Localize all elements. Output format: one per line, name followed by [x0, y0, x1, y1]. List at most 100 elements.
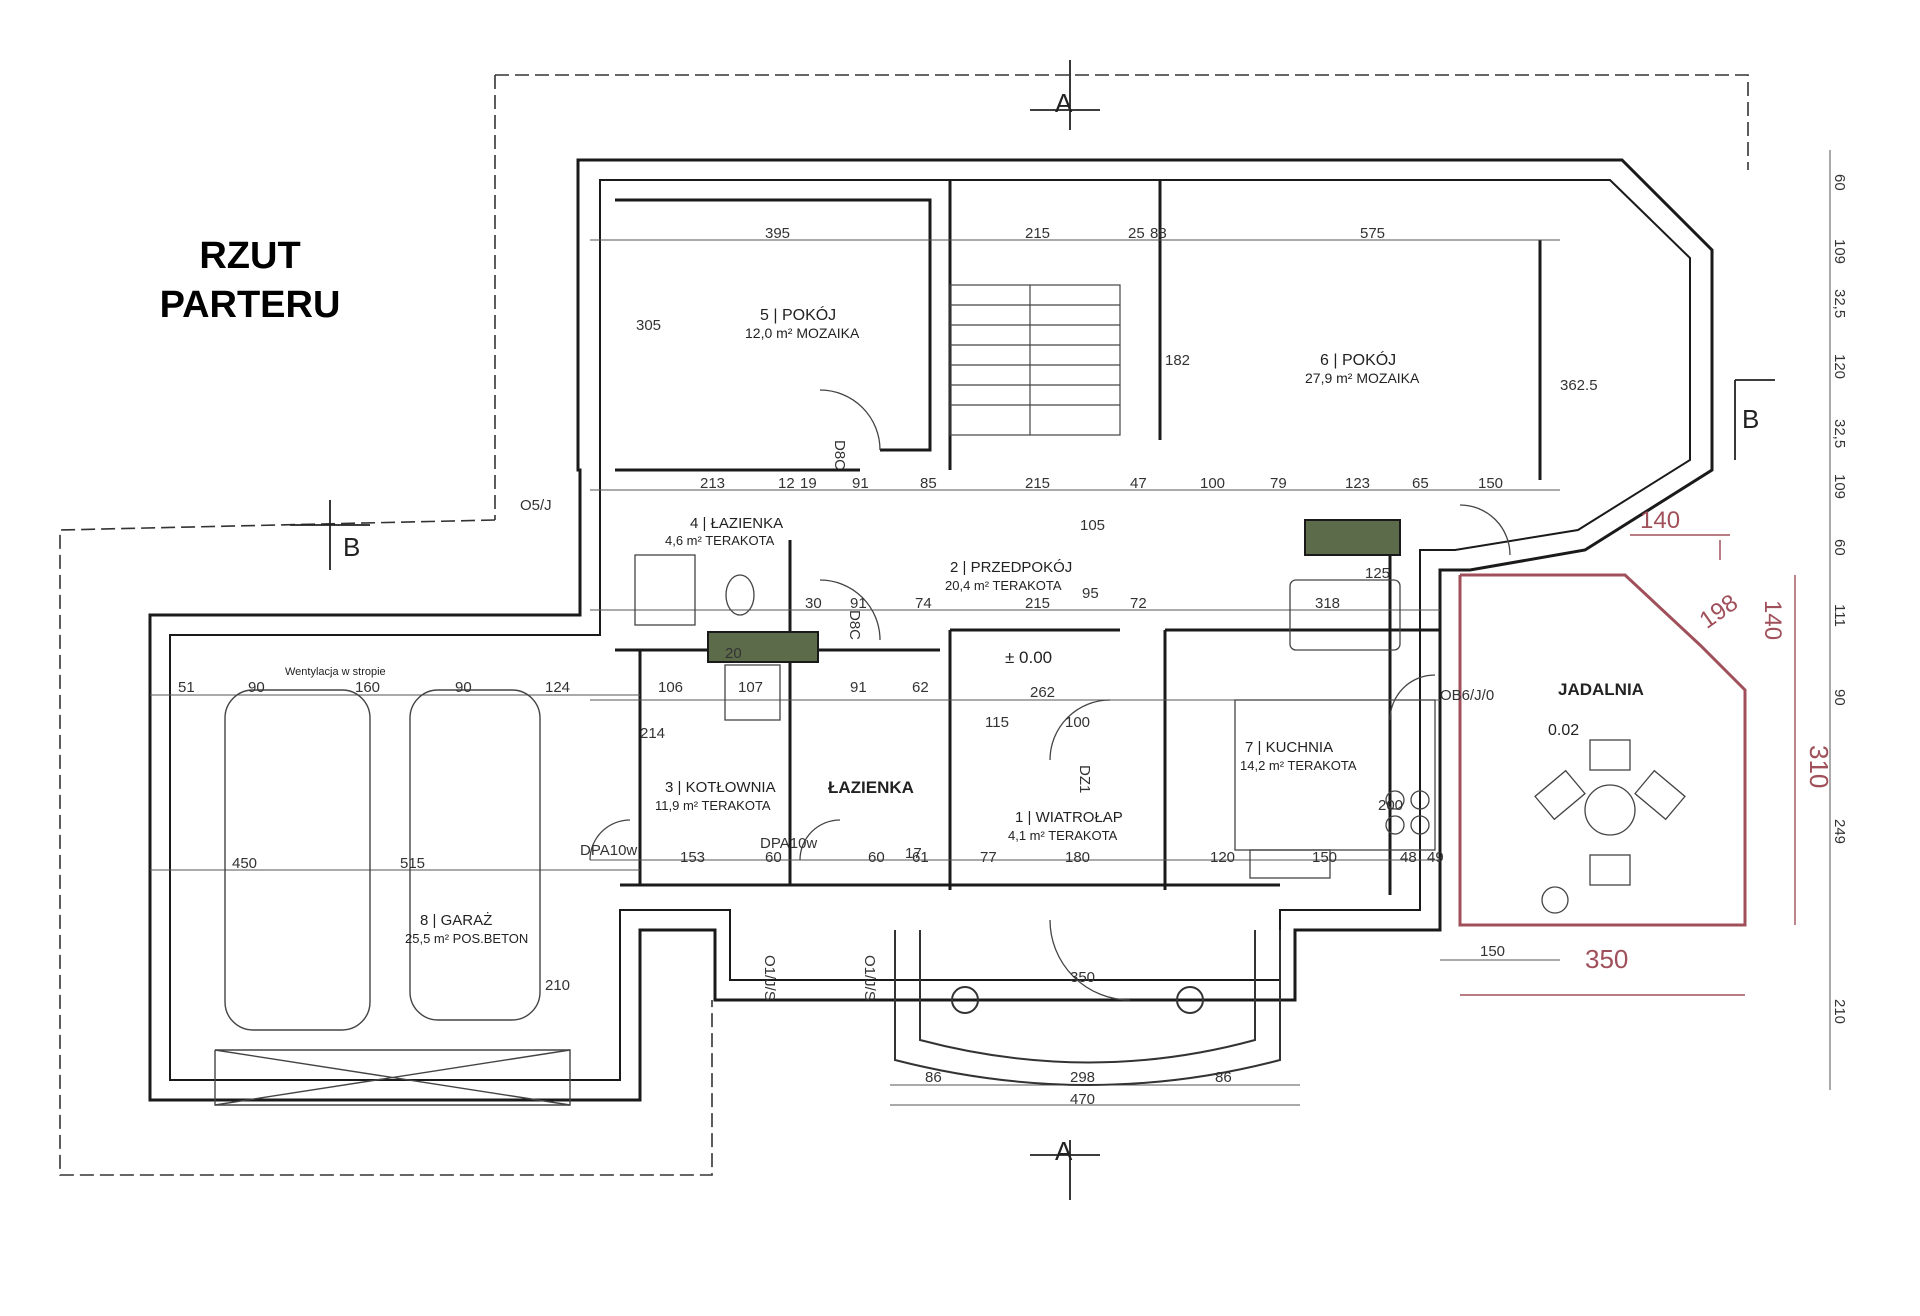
room-6-area: 27,9 m² MOZAIKA [1305, 370, 1420, 386]
dim-214: 214 [640, 725, 665, 742]
room-2-area: 20,4 m² TERAKOTA [945, 578, 1062, 593]
dim-150-c: 150 [1480, 943, 1505, 960]
dim-182: 182 [1165, 352, 1190, 369]
dim-515: 515 [400, 855, 425, 872]
dim-51: 51 [178, 679, 195, 696]
staircase [949, 284, 1121, 436]
dim-91-c: 91 [850, 679, 867, 696]
dim-115: 115 [985, 714, 1009, 731]
side-dim-111: 111 [1831, 604, 1848, 627]
ventilation-note: Wentylacja w stropie [285, 666, 386, 678]
dim-91-b: 91 [850, 595, 867, 612]
drawing-title-line1: RZUT [199, 235, 301, 277]
red-dim-140-side: 140 [1759, 600, 1786, 640]
dim-105: 105 [1080, 517, 1105, 534]
dim-91-a: 91 [852, 475, 869, 492]
dim-20: 20 [725, 645, 742, 662]
dim-200: 200 [1378, 797, 1403, 814]
red-dim-198: 198 [1695, 589, 1743, 634]
dim-77: 77 [980, 849, 997, 866]
side-dim-32-a: 32,5 [1831, 289, 1848, 318]
jadalnia-extension [1458, 540, 1747, 927]
side-dim-60-b: 60 [1831, 539, 1848, 556]
drawing-title: RZUT PARTERU [140, 232, 360, 329]
dim-100-b: 100 [1065, 714, 1090, 731]
dim-74: 74 [915, 595, 932, 612]
dim-298: 298 [1070, 1069, 1095, 1086]
code-o1-b: O1/J/S [861, 955, 878, 1001]
dim-90-b: 90 [455, 679, 472, 696]
side-dim-210: 210 [1831, 999, 1848, 1024]
code-ob6: OB6/J/0 [1440, 687, 1494, 704]
room-8-area: 25,5 m² POS.BETON [405, 931, 528, 946]
drawing-title-line2: PARTERU [159, 283, 341, 326]
dim-86-right: 86 [1215, 1069, 1232, 1086]
dim-470: 470 [1070, 1091, 1095, 1108]
chimneys [707, 519, 1401, 663]
dim-362: 362.5 [1560, 377, 1598, 394]
porch [894, 930, 1281, 1086]
dim-47: 47 [1130, 475, 1147, 492]
red-dim-350: 350 [1585, 944, 1628, 974]
room-7-name: 7 | KUCHNIA [1245, 739, 1333, 756]
dim-125: 125 [1365, 565, 1390, 582]
room-4-area: 4,6 m² TERAKOTA [665, 533, 775, 548]
room-5-area: 12,0 m² MOZAIKA [745, 325, 860, 341]
side-dim-249: 249 [1831, 819, 1848, 844]
dim-215-top: 215 [1025, 225, 1050, 242]
side-dim-120: 120 [1831, 354, 1848, 379]
code-d8c-2: D8C [846, 610, 863, 640]
side-dim-90: 90 [1831, 689, 1848, 706]
dim-88: 88 [1150, 225, 1167, 242]
furniture [634, 554, 1686, 914]
dim-106: 106 [658, 679, 683, 696]
dim-86-left: 86 [925, 1069, 942, 1086]
room-1-area: 4,1 m² TERAKOTA [1008, 828, 1118, 843]
dim-72: 72 [1130, 595, 1147, 612]
dim-123: 123 [1345, 475, 1370, 492]
dim-120: 120 [1210, 849, 1235, 866]
dim-262: 262 [1030, 684, 1055, 701]
dimension-lines [150, 150, 1831, 1106]
red-dim-140-top: 140 [1640, 507, 1680, 534]
red-dim-310: 310 [1804, 745, 1834, 788]
dim-305: 305 [636, 317, 661, 334]
dim-160: 160 [355, 679, 380, 696]
room-5-name: 5 | POKÓJ [760, 305, 836, 324]
roof-outline [59, 74, 1749, 1176]
room-3-area: 11,9 m² TERAKOTA [655, 798, 771, 813]
dim-213: 213 [700, 475, 725, 492]
dim-150-b: 150 [1312, 849, 1337, 866]
dim-90: 90 [248, 679, 265, 696]
code-dpa-1: DPA10w [580, 842, 637, 859]
section-mark-a-bottom: A [1055, 1136, 1073, 1166]
code-dz1: DZ1 [1076, 765, 1093, 793]
dim-395: 395 [765, 225, 790, 242]
side-dim-32-b: 32,5 [1831, 419, 1848, 448]
room-7-area: 14,2 m² TERAKOTA [1240, 758, 1357, 773]
room-lazienka-name: ŁAZIENKA [828, 778, 914, 797]
room-3-name: 3 | KOTŁOWNIA [665, 779, 776, 796]
section-marks [290, 60, 1775, 1200]
garage-parking [214, 689, 571, 1106]
level-main: ± 0.00 [1005, 648, 1052, 667]
side-dim-109-b: 109 [1831, 474, 1848, 499]
dim-49: 49 [1427, 849, 1444, 866]
red-dimension-lines [1460, 534, 1796, 996]
code-o1-a: O1/J/S [761, 955, 778, 1001]
code-dpa-2: DPA10w [760, 835, 817, 852]
section-mark-b-right: B [1742, 404, 1759, 434]
dim-215-low: 215 [1025, 595, 1050, 612]
section-mark-a-top: A [1055, 88, 1073, 118]
dim-100: 100 [1200, 475, 1225, 492]
door-swings [589, 389, 1511, 1001]
room-jadalnia-name: JADALNIA [1558, 680, 1644, 699]
dim-350: 350 [1070, 969, 1095, 986]
dim-575: 575 [1360, 225, 1385, 242]
dim-25-top: 25 [1128, 225, 1145, 242]
dim-450: 450 [232, 855, 257, 872]
dim-180: 180 [1065, 849, 1090, 866]
dim-19: 19 [800, 475, 817, 492]
dim-60-b: 60 [868, 849, 885, 866]
